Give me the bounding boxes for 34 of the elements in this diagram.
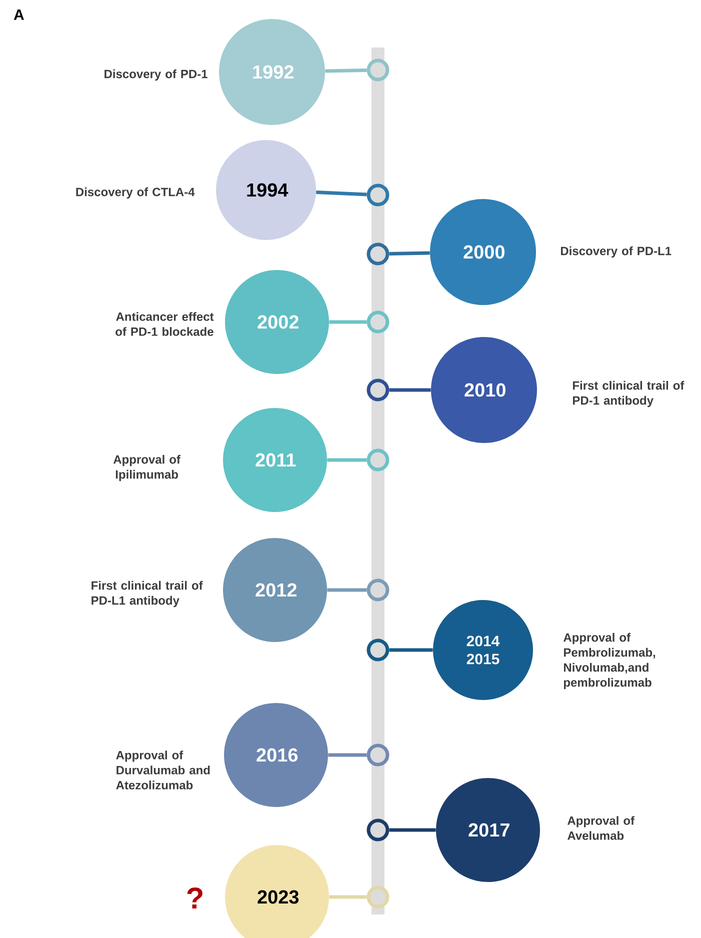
connector-line bbox=[316, 190, 367, 196]
timeline-ring bbox=[366, 310, 390, 334]
timeline-ring bbox=[366, 58, 390, 82]
timeline-ring bbox=[366, 184, 390, 206]
timeline-ring bbox=[366, 448, 390, 472]
event-description: Discovery of PD-1 bbox=[104, 69, 208, 81]
timeline-ring bbox=[366, 886, 390, 908]
event-description: Approval of Ipilimumab bbox=[113, 454, 180, 482]
connector-line bbox=[329, 895, 367, 899]
connector-line bbox=[329, 320, 367, 324]
event-description: Approval of Pembrolizumab, Nivolumab,and pembrolizumab bbox=[564, 632, 656, 690]
timeline-ring bbox=[366, 744, 390, 766]
connector-line bbox=[389, 828, 436, 832]
connector-line bbox=[325, 68, 367, 73]
connector-line bbox=[327, 458, 367, 462]
event-description: Approval of Avelumab bbox=[568, 816, 635, 840]
question-mark: ? bbox=[187, 888, 202, 908]
timeline-ring bbox=[366, 638, 390, 662]
event-description: Approval of Durvalumab and Atezolizumab bbox=[116, 750, 210, 790]
event-description: First clinical trail of PD-L1 antibody bbox=[92, 580, 203, 608]
event-description: Discovery of CTLA-4 bbox=[76, 187, 195, 199]
event-description: First clinical trail of PD-1 antibody bbox=[573, 380, 684, 408]
connector-line bbox=[389, 388, 431, 392]
connector-line bbox=[328, 753, 367, 757]
timeline-ring bbox=[366, 378, 390, 402]
connector-line bbox=[389, 251, 430, 256]
connector-line bbox=[389, 648, 433, 652]
event-description: Discovery of PD-L1 bbox=[561, 246, 672, 258]
panel-letter: A bbox=[14, 10, 24, 20]
timeline-ring bbox=[366, 242, 390, 266]
event-description: Anticancer effect of PD-1 blockade bbox=[116, 312, 214, 336]
timeline-ring bbox=[366, 818, 390, 842]
timeline-ring bbox=[366, 578, 390, 602]
connector-line bbox=[327, 588, 367, 592]
